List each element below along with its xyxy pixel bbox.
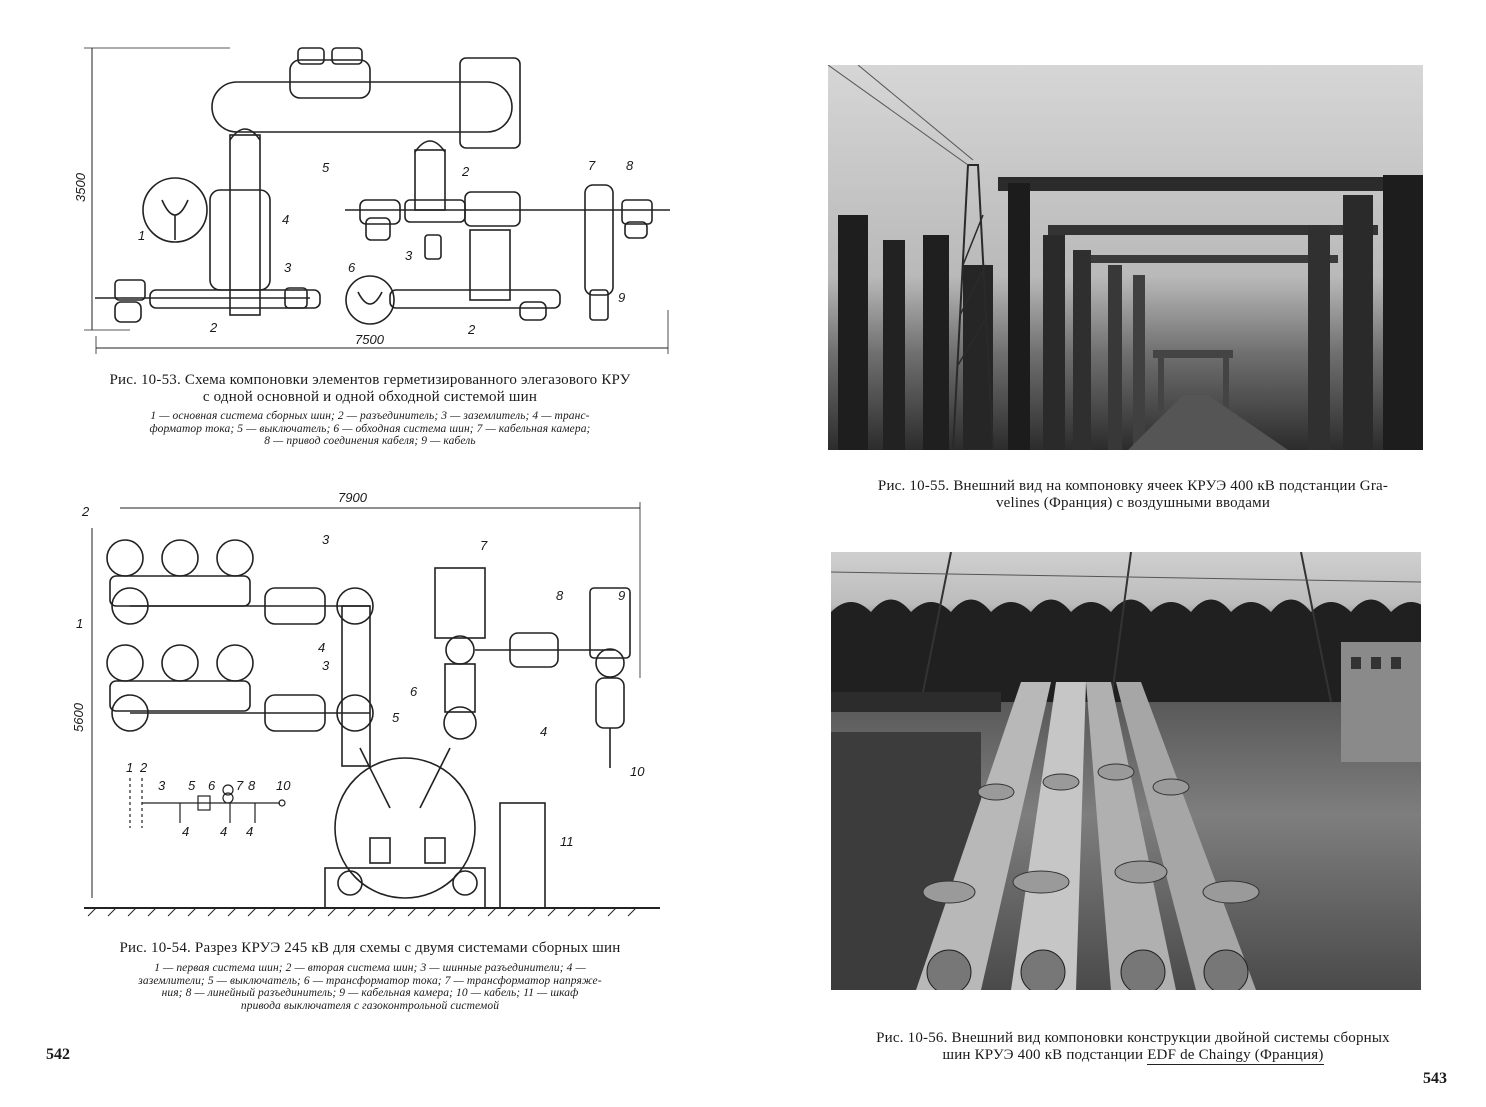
fig54-legend-line-4: привода выключателя с газоконтрольной си… [240,999,500,1012]
fig54-label-6: 6 [410,684,418,699]
fig54-label-5: 5 [392,710,400,725]
fig53-legend: 1 — основная система сборных шин; 2 — ра… [40,410,700,448]
fig53-label-4: 4 [282,212,290,227]
fig54-schem-label-7: 7 [236,778,244,793]
fig56-caption-line-1: Рис. 10-56. Внешний вид компоновки конст… [876,1030,1390,1046]
fig53-caption-line-1: Рис. 10-53. Схема компоновки элементов г… [109,372,631,388]
fig53-label-1: 1 [138,228,146,243]
right-page: Рис. 10-55. Внешний вид на компоновку яч… [743,0,1486,1107]
fig54-schem-label-5: 5 [188,778,196,793]
fig53-label-6: 6 [348,260,356,275]
fig54-label-10: 10 [630,764,645,779]
fig54-label-1: 1 [76,616,84,631]
fig56-caption: Рис. 10-56. Внешний вид компоновки конст… [803,1030,1463,1065]
fig54-schem-label-8: 8 [248,778,256,793]
fig56-caption-line-2-prefix: шин КРУЭ 400 кВ подстанции [942,1047,1148,1063]
fig53-dim-height: 3500 [72,173,88,202]
fig53-label-3: 3 [284,260,292,275]
fig56-caption-underlined-substation: EDF de Chaingy (Франция) [1147,1047,1324,1065]
fig53-label-7: 7 [588,158,596,173]
fig54-label-11: 11 [560,834,574,849]
fig55-caption-line-1: Рис. 10-55. Внешний вид на компоновку яч… [877,478,1389,494]
fig54-dim-height: 5600 [70,703,86,732]
fig54-dim-width: 7900 [338,490,367,505]
page-number-left: 542 [46,1046,70,1063]
fig53-label-9: 9 [618,290,626,305]
fig54-label-4: 4 [318,640,326,655]
fig54-label-9: 9 [618,588,626,603]
fig54-schem-label-4a: 4 [182,824,190,839]
page-number-right: 543 [1423,1070,1447,1087]
figure-10-54-drawing: 7900 5600 2 3 1 4 3 7 8 9 6 4 5 10 11 1 … [70,488,670,928]
fig54-schem-label-10: 10 [276,778,291,793]
fig54-caption: Рис. 10-54. Разрез КРУЭ 245 кВ для схемы… [40,940,700,957]
fig54-legend-line-2: заземлители; 5 — выключатель; 6 — трансф… [138,974,602,987]
fig54-label-2: 2 [82,504,90,519]
fig53-legend-line-3: 8 — привод соединения кабеля; 9 — кабель [264,435,476,447]
figure-10-55-photo [828,65,1423,450]
fig54-label-8: 8 [556,588,564,603]
fig54-legend-line-1: 1 — первая система шин; 2 — вторая систе… [154,962,586,974]
fig54-label-7: 7 [480,538,488,553]
fig53-label-2c: 2 [468,322,476,337]
fig54-caption-line-1: Рис. 10-54. Разрез КРУЭ 245 кВ для схемы… [119,940,621,956]
fig54-legend: 1 — первая система шин; 2 — вторая систе… [40,962,700,1012]
fig54-legend-line-3: ния; 8 — линейный разъединитель; 9 — каб… [161,987,579,999]
fig53-caption-line-2: с одной основной и одной обходной систем… [202,389,538,405]
fig54-label-3b: 3 [322,658,330,673]
fig53-label-5: 5 [322,160,330,175]
fig53-dim-width: 7500 [355,332,384,347]
figure-10-56-photo [831,552,1421,990]
fig54-schem-label-2: 2 [140,760,148,775]
fig53-legend-line-2: форматор тока; 5 — выключатель; 6 — обхо… [149,422,591,435]
fig54-label-3: 3 [322,532,330,547]
fig53-label-8: 8 [626,158,634,173]
fig54-schem-label-6: 6 [208,778,216,793]
fig55-caption: Рис. 10-55. Внешний вид на компоновку яч… [803,478,1463,512]
fig53-caption: Рис. 10-53. Схема компоновки элементов г… [40,372,700,406]
fig56-caption-line-2: шин КРУЭ 400 кВ подстанции EDF de Chaing… [803,1047,1463,1065]
figure-10-53-drawing: 3500 7500 1 2 3 4 5 6 2 3 2 7 8 9 [70,40,690,360]
fig54-schem-label-4c: 4 [246,824,254,839]
fig53-label-2: 2 [210,320,218,335]
fig53-legend-line-1: 1 — основная система сборных шин; 2 — ра… [150,410,590,422]
fig54-schem-label-1: 1 [126,760,134,775]
fig53-label-2b: 2 [462,164,470,179]
fig54-schem-label-3: 3 [158,778,166,793]
fig54-schem-label-4b: 4 [220,824,228,839]
fig53-label-3b: 3 [405,248,413,263]
left-page: 3500 7500 1 2 3 4 5 6 2 3 2 7 8 9 Рис. 1… [40,40,700,1063]
fig54-label-4b: 4 [540,724,548,739]
fig55-caption-line-2: velines (Франция) с воздушными вводами [995,495,1271,511]
